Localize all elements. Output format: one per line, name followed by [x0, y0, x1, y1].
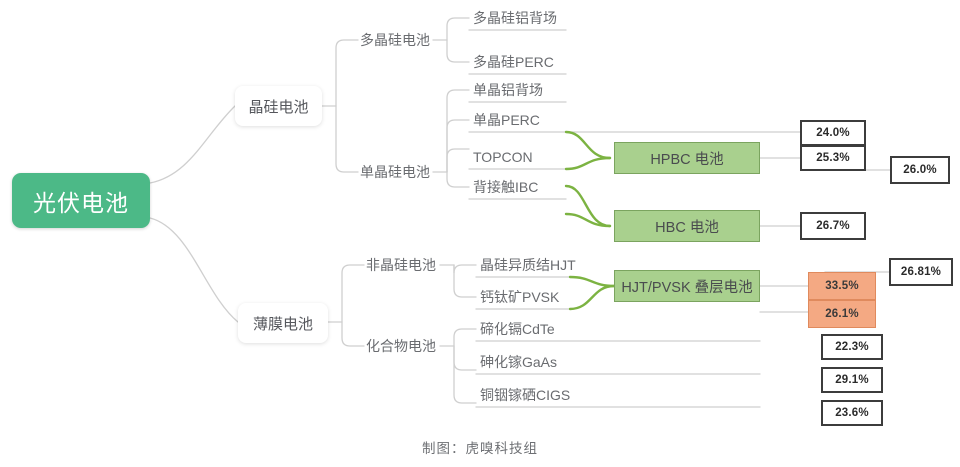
leaf-node-label: 碲化镉CdTe — [480, 321, 555, 337]
leaf-node-topcon[interactable]: TOPCON — [471, 147, 581, 167]
branch-node-label: 薄膜电池 — [252, 315, 313, 333]
leaf-node-label: 晶硅异质结HJT — [480, 257, 576, 273]
subbranch-node-label: 化合物电池 — [366, 338, 436, 354]
leaf-node-gaas[interactable]: 砷化镓GaAs — [478, 352, 598, 372]
leaf-node-label: 多晶硅铝背场 — [473, 10, 557, 26]
branch-node-crystalline-silicon[interactable]: 晶硅电池 — [235, 86, 322, 126]
efficiency-value: 33.5% — [825, 280, 859, 292]
leaf-node-cdte[interactable]: 碲化镉CdTe — [478, 319, 598, 339]
efficiency-value: 26.1% — [825, 308, 859, 320]
efficiency-box-23-6: 23.6% — [821, 400, 883, 426]
leaf-node-label: 砷化镓GaAs — [480, 354, 558, 370]
efficiency-box-25-3: 25.3% — [800, 145, 866, 171]
leaf-node-label: 钙钛矿PVSK — [480, 289, 560, 305]
leaf-node-label: 多晶硅PERC — [473, 54, 554, 70]
subbranch-node-compound[interactable]: 化合物电池 — [364, 336, 444, 356]
efficiency-box-22-3: 22.3% — [821, 334, 883, 360]
efficiency-value: 25.3% — [816, 152, 850, 164]
efficiency-box-24: 24.0% — [800, 120, 866, 146]
leaf-node-label: TOPCON — [473, 149, 533, 165]
branch-node-label: 晶硅电池 — [248, 98, 309, 116]
efficiency-box-26-7: 26.7% — [800, 212, 866, 240]
efficiency-box-26-1: 26.1% — [808, 300, 876, 328]
leaf-node-ibc[interactable]: 背接触IBC — [471, 177, 581, 197]
subbranch-node-amorphous[interactable]: 非晶硅电池 — [364, 255, 444, 275]
efficiency-value: 23.6% — [835, 407, 869, 419]
tech-node-hpbc[interactable]: HPBC 电池 — [614, 142, 760, 174]
tech-node-hjt-pvsk-tandem[interactable]: HJT/PVSK 叠层电池 — [614, 270, 760, 302]
tech-node-label: HPBC 电池 — [650, 151, 724, 168]
efficiency-value: 24.0% — [816, 127, 850, 139]
leaf-node-label: 铜铟镓硒CIGS — [480, 387, 571, 403]
branch-node-thin-film[interactable]: 薄膜电池 — [238, 303, 328, 343]
root-node-photovoltaic-cell[interactable]: 光伏电池 — [12, 173, 150, 228]
leaf-node-hjt[interactable]: 晶硅异质结HJT — [478, 255, 598, 275]
root-node-label: 光伏电池 — [33, 189, 129, 216]
leaf-node-mono-al-bsf[interactable]: 单晶铝背场 — [471, 80, 581, 100]
tech-node-label: HBC 电池 — [655, 219, 719, 236]
efficiency-box-26: 26.0% — [890, 156, 950, 184]
efficiency-box-33-5: 33.5% — [808, 272, 876, 300]
efficiency-value: 26.81% — [900, 266, 942, 278]
leaf-node-mono-perc[interactable]: 单晶PERC — [471, 110, 581, 130]
leaf-node-pvsk[interactable]: 钙钛矿PVSK — [478, 287, 598, 307]
tech-node-label: HJT/PVSK 叠层电池 — [621, 279, 753, 296]
leaf-node-label: 单晶PERC — [473, 112, 540, 128]
leaf-node-poly-al-bsf[interactable]: 多晶硅铝背场 — [471, 8, 581, 28]
subbranch-node-polycrystalline[interactable]: 多晶硅电池 — [358, 30, 438, 50]
efficiency-value: 22.3% — [835, 341, 869, 353]
leaf-node-cigs[interactable]: 铜铟镓硒CIGS — [478, 385, 598, 405]
subbranch-node-monocrystalline[interactable]: 单晶硅电池 — [358, 162, 438, 182]
efficiency-value: 26.0% — [903, 164, 937, 176]
leaf-node-poly-perc[interactable]: 多晶硅PERC — [471, 52, 581, 72]
figure-caption: 制图：虎嗅科技组 — [422, 441, 538, 456]
efficiency-value: 29.1% — [835, 374, 869, 386]
efficiency-box-26-81: 26.81% — [889, 258, 953, 286]
efficiency-box-29-1: 29.1% — [821, 367, 883, 393]
leaf-node-label: 背接触IBC — [473, 179, 539, 195]
subbranch-node-label: 单晶硅电池 — [360, 164, 430, 180]
subbranch-node-label: 多晶硅电池 — [360, 32, 430, 48]
tech-node-hbc[interactable]: HBC 电池 — [614, 210, 760, 242]
leaf-node-label: 单晶铝背场 — [473, 82, 543, 98]
efficiency-value: 26.7% — [816, 220, 850, 232]
subbranch-node-label: 非晶硅电池 — [366, 257, 436, 273]
